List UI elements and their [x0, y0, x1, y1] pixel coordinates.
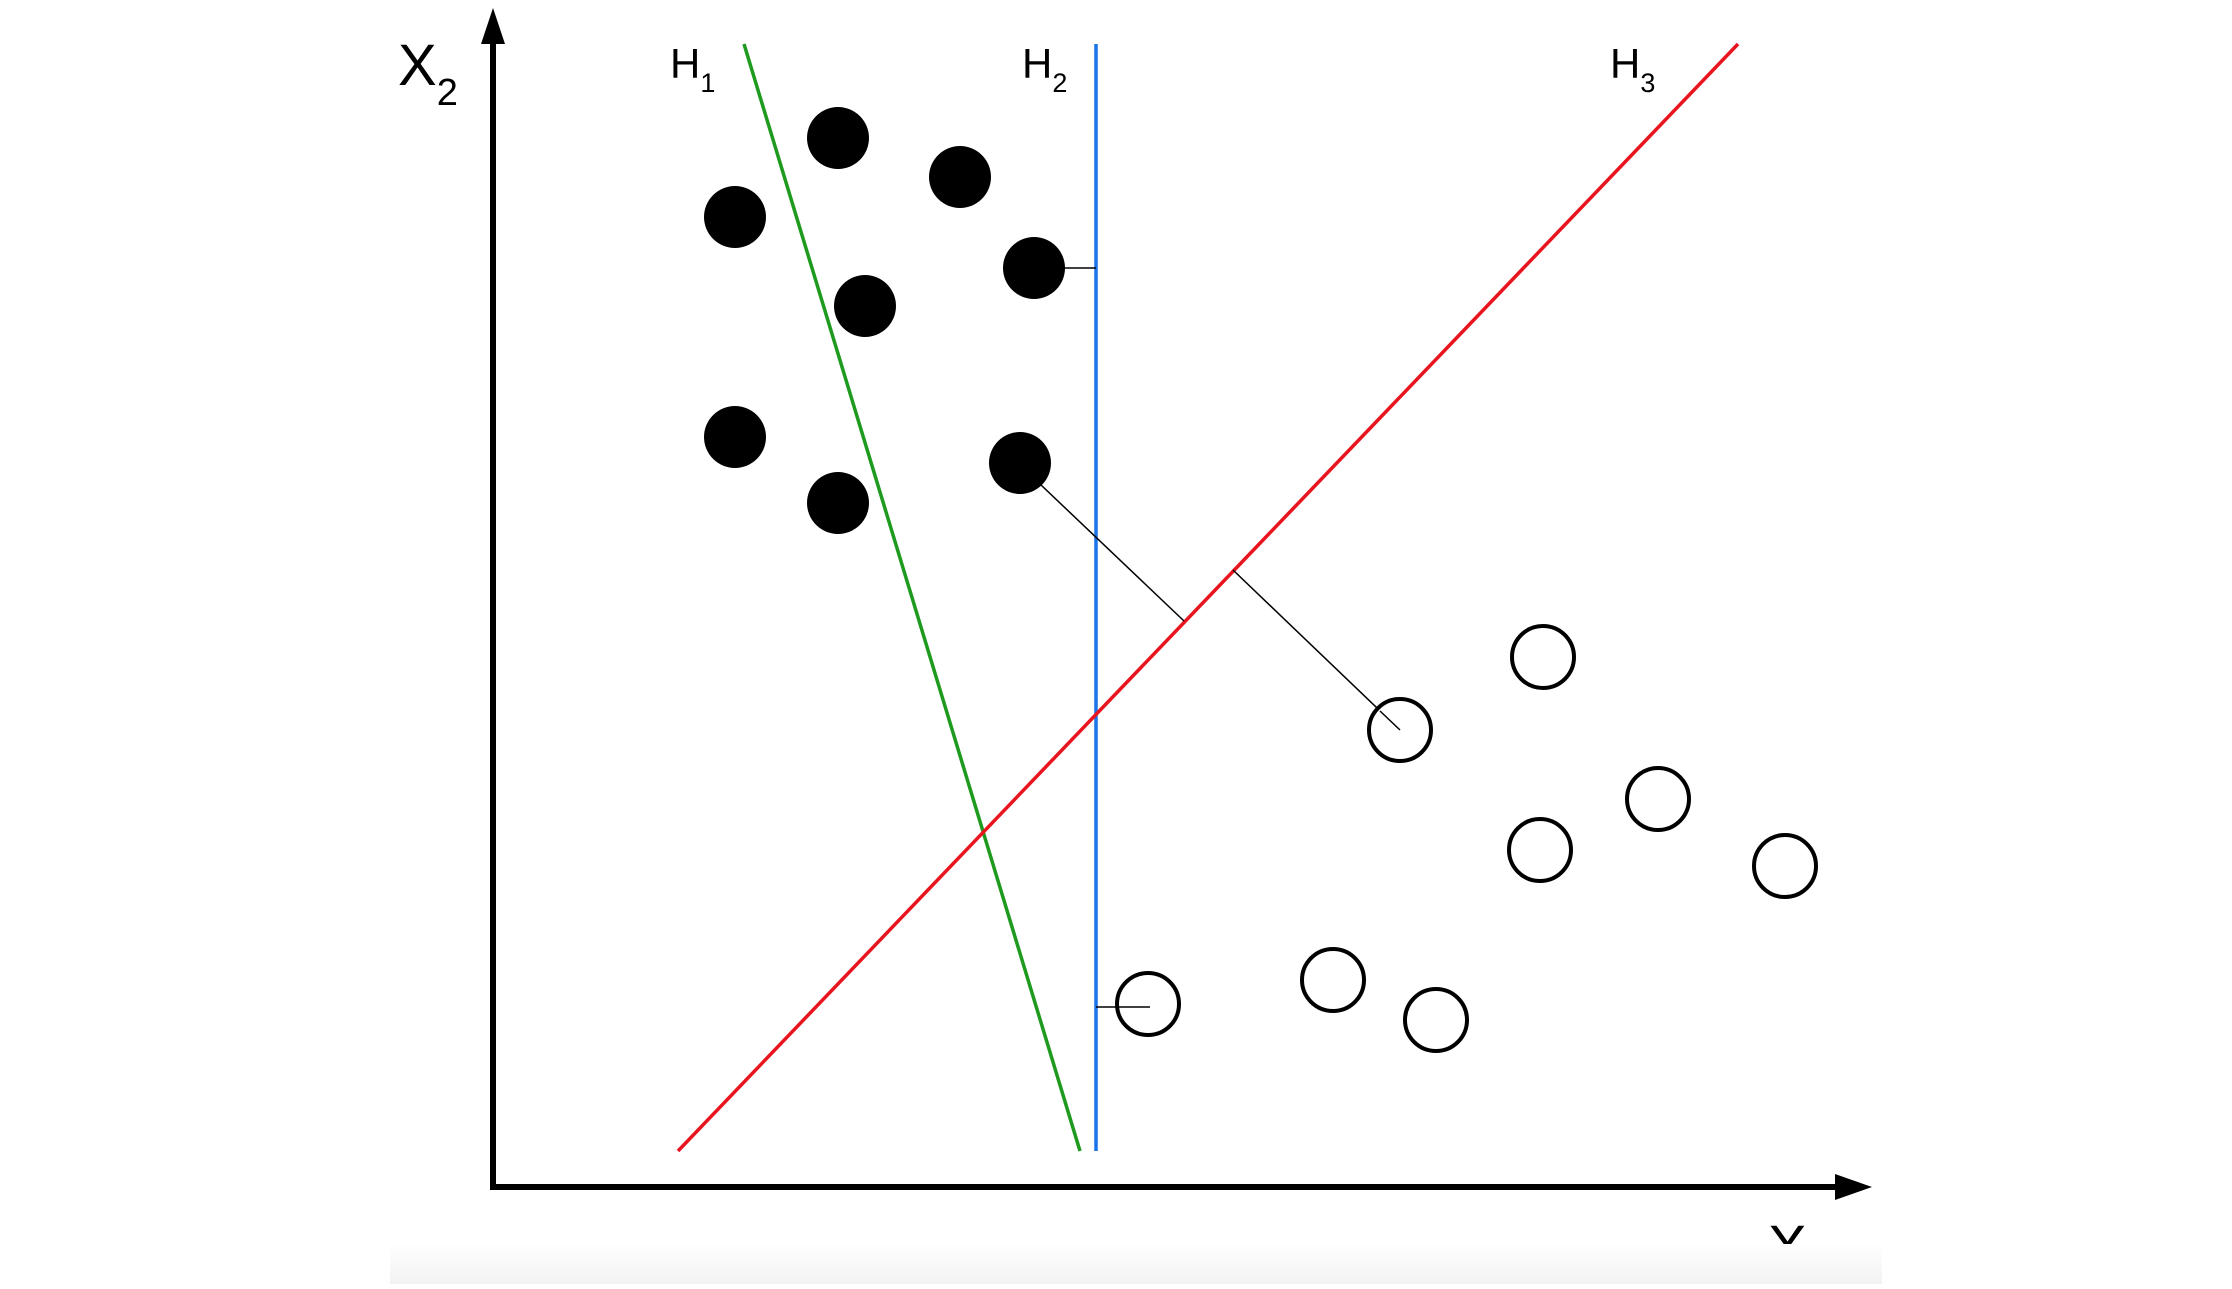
margin-line-h3-hollow — [1232, 569, 1401, 731]
filled-point — [807, 107, 869, 169]
y-axis-label: X2 — [398, 33, 458, 114]
hyperplane-h1-label: H1 — [670, 40, 715, 98]
hollow-points — [1115, 624, 1818, 1053]
filled-point — [807, 472, 869, 534]
hyperplane-h1 — [742, 43, 1082, 1152]
y-axis-arrowhead — [481, 8, 505, 44]
h3-label-subscript: 3 — [1640, 68, 1655, 98]
hollow-point — [1507, 817, 1573, 883]
filled-point — [929, 146, 991, 208]
bottom-shadow — [390, 1244, 1882, 1284]
filled-points — [704, 107, 1065, 534]
hollow-point — [1403, 987, 1469, 1053]
x-axis-arrowhead — [1835, 1174, 1872, 1200]
hyperplane-h3-label: H3 — [1610, 40, 1655, 98]
h2-label-subscript: 2 — [1052, 68, 1067, 98]
y-axis-label-subscript: 2 — [437, 72, 458, 114]
h3-label-main: H — [1610, 40, 1640, 87]
hollow-point — [1115, 971, 1181, 1037]
margin-line-h3-hollow-end — [1379, 710, 1401, 731]
y-axis-label-main: X — [398, 33, 437, 98]
filled-point — [704, 406, 766, 468]
hollow-point — [1625, 766, 1691, 832]
hyperplane-h2-label: H2 — [1022, 40, 1067, 98]
hyperplane-h3 — [676, 42, 1740, 1153]
filled-point — [989, 432, 1051, 494]
h2-label-main: H — [1022, 40, 1052, 87]
hollow-point — [1510, 624, 1576, 690]
h1-label-subscript: 1 — [700, 68, 715, 98]
hollow-point — [1300, 947, 1366, 1013]
margin-line-h3-filled — [1019, 464, 1185, 622]
hollow-point — [1752, 833, 1818, 899]
h1-label-main: H — [670, 40, 700, 87]
filled-point — [1003, 237, 1065, 299]
filled-point — [834, 275, 896, 337]
filled-point — [704, 186, 766, 248]
